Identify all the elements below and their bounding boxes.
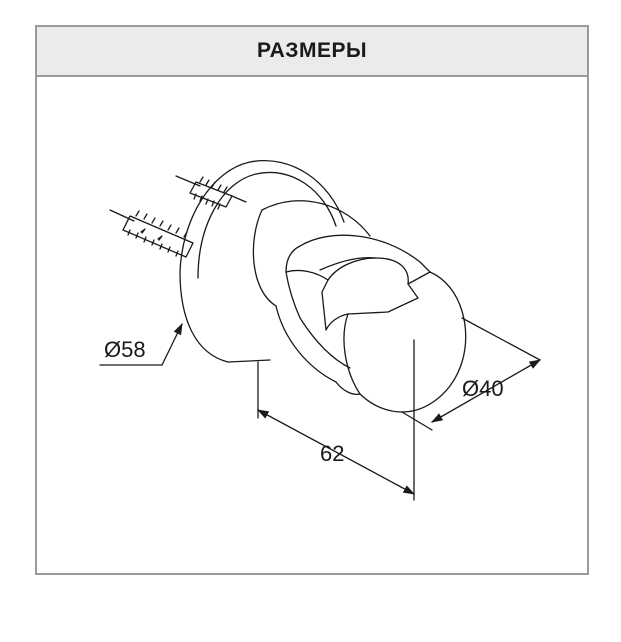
wall-flange [179, 160, 345, 363]
dimension-40 [401, 317, 542, 431]
holder-body [285, 234, 467, 413]
holder-neck [252, 200, 371, 383]
lower-screw-anchor [109, 209, 194, 258]
diameter-58-leader [99, 322, 183, 366]
diameter-40-label: Ø40 [462, 376, 504, 401]
upper-screw-anchor [175, 175, 247, 210]
dimension-62 [256, 339, 416, 501]
depth-62-label: 62 [320, 441, 344, 466]
diameter-58-label: Ø58 [104, 337, 146, 362]
panel-title: РАЗМЕРЫ [256, 39, 368, 62]
panel-header: РАЗМЕРЫ [37, 27, 587, 77]
